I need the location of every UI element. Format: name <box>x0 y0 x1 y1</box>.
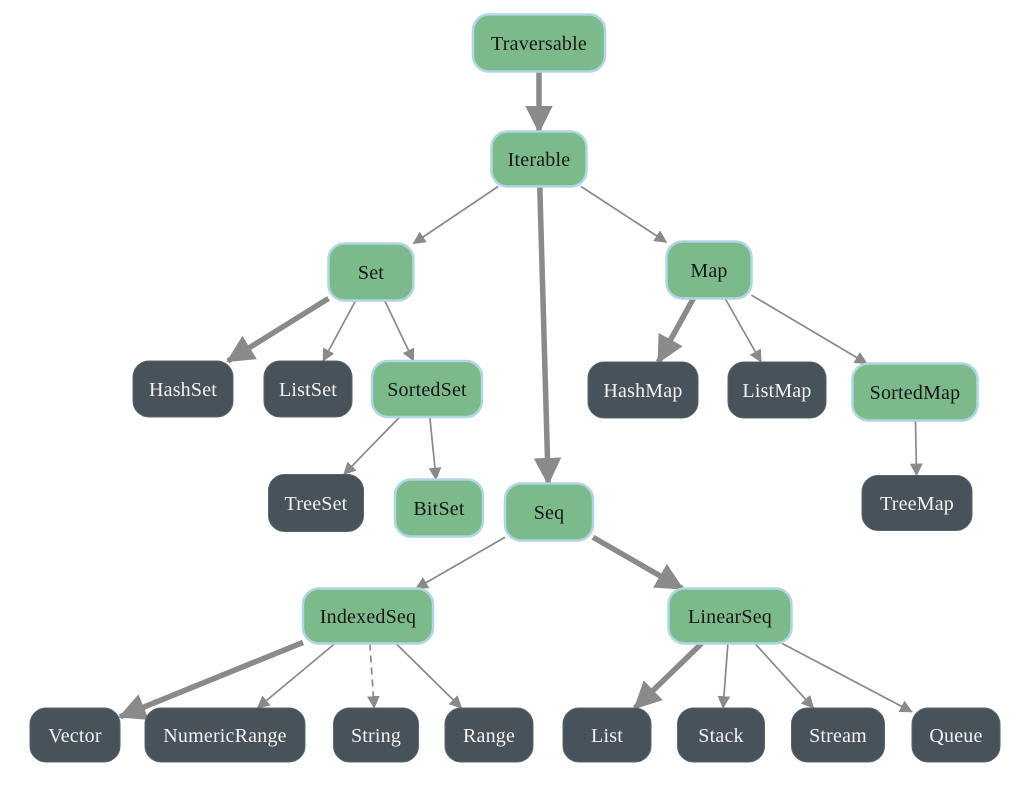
node-label-set: Set <box>358 262 384 284</box>
trait-box-iterable <box>490 130 588 188</box>
trait-box-bitset <box>393 478 485 538</box>
trait-box-map <box>665 240 753 300</box>
edge-sortedmap-treemap <box>909 420 923 477</box>
node-range: Range <box>444 707 534 763</box>
node-label-stream: Stream <box>809 725 867 747</box>
class-box-stack <box>677 707 765 763</box>
trait-box-traversable <box>471 13 607 73</box>
class-box-list <box>562 707 652 763</box>
class-box-treeset <box>268 474 364 532</box>
class-box-hashmap <box>587 361 699 419</box>
node-label-sortedmap: SortedMap <box>870 382 961 404</box>
node-stack: Stack <box>677 707 765 763</box>
class-box-listset <box>263 360 353 418</box>
class-box-string <box>333 707 419 763</box>
edge-sortedset-treeset <box>343 416 401 476</box>
node-iterable: Iterable <box>490 130 588 188</box>
node-label-string: String <box>351 725 401 747</box>
node-treemap: TreeMap <box>861 475 973 531</box>
node-label-bitset: BitSet <box>413 498 464 520</box>
node-label-hashset: HashSet <box>149 379 217 401</box>
node-label-linearseq: LinearSeq <box>688 606 772 628</box>
trait-box-indexedseq <box>301 587 435 645</box>
node-vector: Vector <box>29 707 121 763</box>
edge-map-listmap <box>724 298 762 363</box>
edge-seq-linearseq <box>591 534 684 591</box>
node-label-map: Map <box>690 260 727 282</box>
node-seq: Seq <box>503 482 595 542</box>
edge-set-listset <box>322 300 357 362</box>
node-map: Map <box>665 240 753 300</box>
edge-linearseq-stream <box>754 642 815 709</box>
class-box-vector <box>29 707 121 763</box>
trait-box-linearseq <box>667 587 793 645</box>
edge-indexedseq-string <box>367 643 380 709</box>
edge-seq-indexedseq <box>415 536 506 590</box>
class-box-numericrange <box>144 707 306 763</box>
trait-box-sortedset <box>370 359 484 419</box>
node-label-indexedseq: IndexedSeq <box>320 606 416 628</box>
class-box-listmap <box>727 361 827 419</box>
trait-box-sortedmap <box>851 362 979 422</box>
edge-map-hashmap <box>655 297 696 364</box>
node-stream: Stream <box>791 707 885 763</box>
node-label-seq: Seq <box>534 502 565 524</box>
node-label-hashmap: HashMap <box>603 380 682 402</box>
class-box-treemap <box>861 475 973 531</box>
edge-sortedset-bitset <box>428 416 442 481</box>
node-label-traversable: Traversable <box>491 33 587 55</box>
node-sortedset: SortedSet <box>370 359 484 419</box>
node-listmap: ListMap <box>727 361 827 419</box>
node-queue: Queue <box>911 707 1001 763</box>
node-label-list: List <box>591 725 623 747</box>
edge-indexedseq-range <box>395 642 463 709</box>
node-label-vector: Vector <box>48 725 102 747</box>
node-label-numericrange: NumericRange <box>163 725 286 747</box>
node-label-iterable: Iterable <box>508 149 571 171</box>
class-box-range <box>444 707 534 763</box>
node-treeset: TreeSet <box>268 474 364 532</box>
node-string: String <box>333 707 419 763</box>
edge-linearseq-queue <box>781 642 913 713</box>
node-label-treeset: TreeSet <box>285 493 348 515</box>
class-box-hashset <box>132 360 234 418</box>
node-listset: ListSet <box>263 360 353 418</box>
edge-map-sortedmap <box>751 294 868 365</box>
node-list: List <box>562 707 652 763</box>
node-label-queue: Queue <box>929 725 982 747</box>
node-sortedmap: SortedMap <box>851 362 979 422</box>
edge-set-hashset <box>226 296 330 364</box>
node-indexedseq: IndexedSeq <box>301 587 435 645</box>
edge-linearseq-list <box>632 641 704 710</box>
node-label-stack: Stack <box>698 725 743 747</box>
edge-iterable-map <box>580 185 668 243</box>
node-bitset: BitSet <box>393 478 485 538</box>
node-label-listmap: ListMap <box>742 380 811 402</box>
edge-set-sortedset <box>383 300 415 362</box>
edge-indexedseq-vector <box>118 639 305 720</box>
node-traversable: Traversable <box>471 13 607 73</box>
node-linearseq: LinearSeq <box>667 587 793 645</box>
edge-indexedseq-numericrange <box>256 642 336 709</box>
trait-box-set <box>327 242 415 302</box>
edge-iterable-set <box>412 185 499 245</box>
node-label-listset: ListSet <box>279 379 337 401</box>
node-label-sortedset: SortedSet <box>387 379 467 401</box>
edge-iterable-seq <box>533 186 562 486</box>
node-numericrange: NumericRange <box>144 707 306 763</box>
class-box-stream <box>791 707 885 763</box>
trait-box-seq <box>503 482 595 542</box>
edge-linearseq-stack <box>717 643 731 709</box>
node-hashmap: HashMap <box>587 361 699 419</box>
node-hashset: HashSet <box>132 360 234 418</box>
node-label-range: Range <box>463 725 515 747</box>
class-box-queue <box>911 707 1001 763</box>
node-set: Set <box>327 242 415 302</box>
node-label-treemap: TreeMap <box>880 493 954 515</box>
